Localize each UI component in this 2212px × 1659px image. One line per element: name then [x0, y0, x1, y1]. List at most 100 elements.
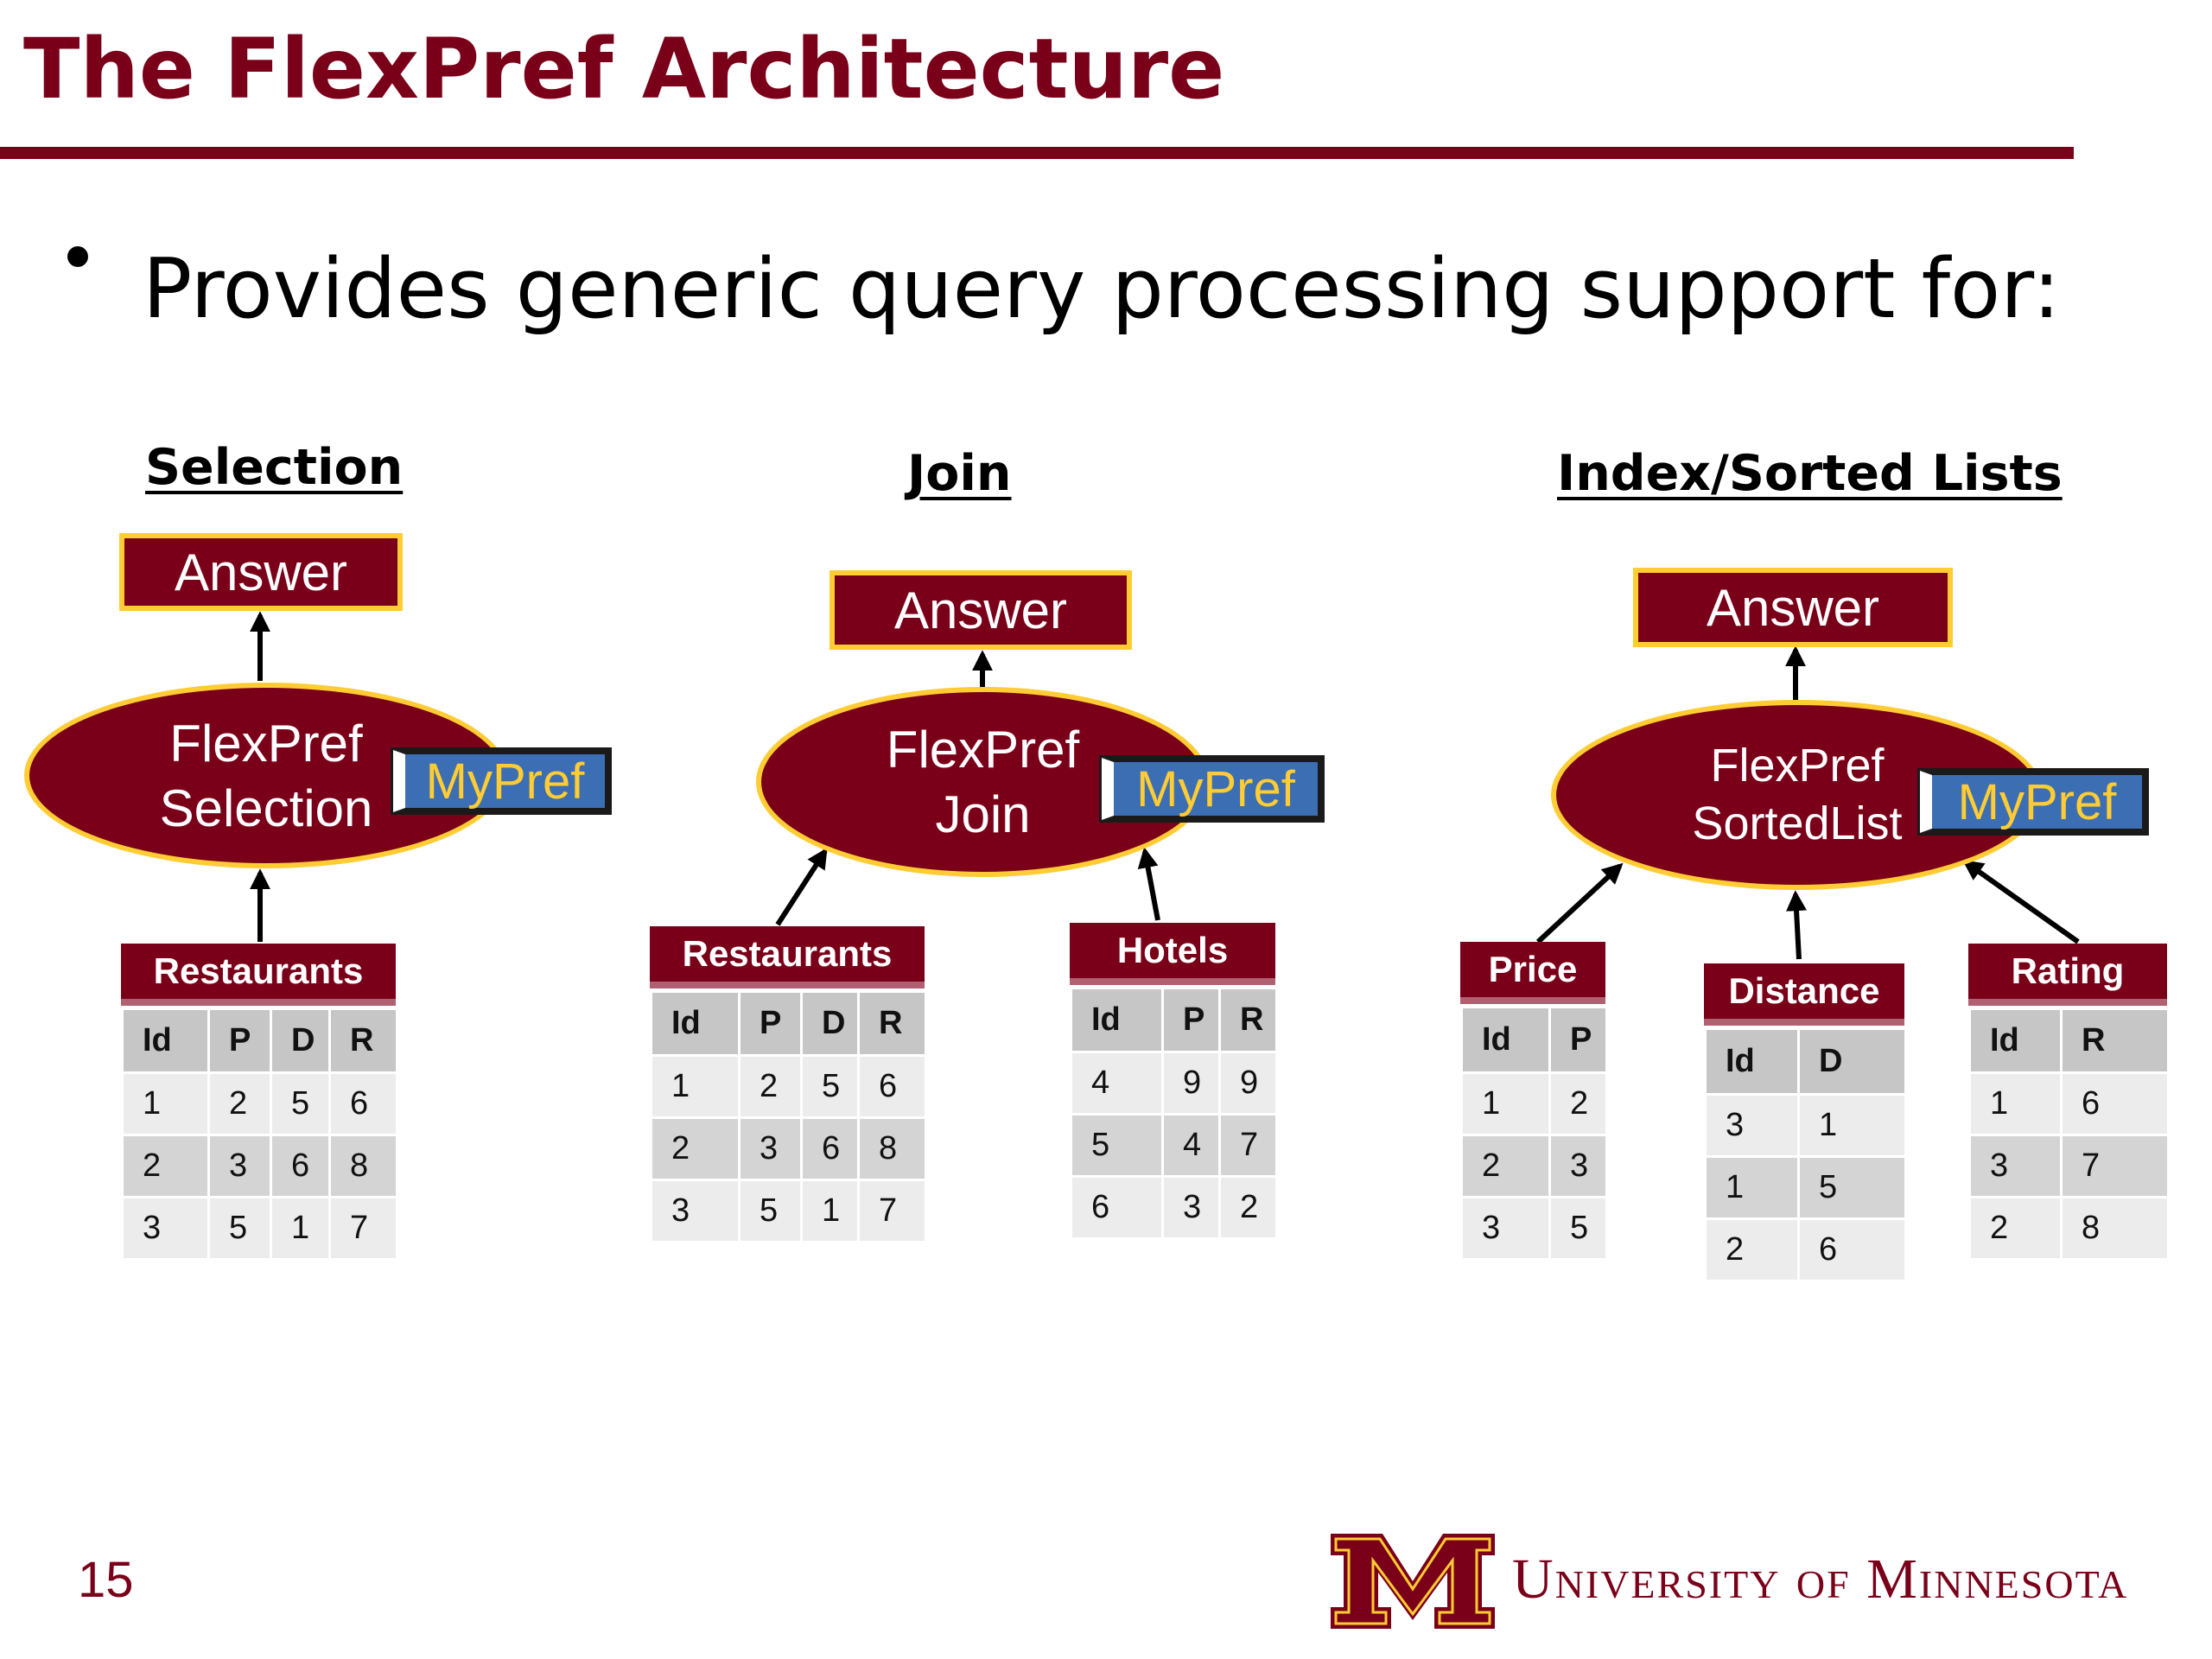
- page-number: 15: [78, 1552, 134, 1608]
- table-cell: 9: [1161, 1051, 1221, 1116]
- column-header: Id: [1460, 1006, 1551, 1074]
- answer-box-join: Answer: [830, 570, 1132, 650]
- operator-line-2: Join: [935, 785, 1031, 843]
- answer-box-selection: Answer: [119, 533, 403, 611]
- arrow-distance-to-sortedlist: [1786, 890, 1808, 960]
- operator-line-2: SortedList: [1692, 798, 1903, 849]
- column-header: R: [1218, 987, 1278, 1053]
- table-cell: 6: [2060, 1071, 2170, 1136]
- table-row: 1 2 5 6: [650, 1054, 927, 1119]
- table-cell: 8: [328, 1134, 398, 1198]
- heading-selection: Selection: [145, 439, 404, 496]
- table-cell: 5: [1797, 1155, 1907, 1220]
- table-cell: 5: [207, 1196, 272, 1261]
- table-row: 2 3: [1460, 1134, 1608, 1198]
- table-cell: 9: [1218, 1051, 1278, 1116]
- table-cell: 2: [1704, 1217, 1800, 1282]
- table-row: 3 5: [1460, 1196, 1608, 1261]
- table-row: 1 2 5 6: [121, 1071, 398, 1136]
- table-row: 2 3 6 8: [650, 1116, 927, 1181]
- table-cell: 6: [857, 1054, 927, 1119]
- table-cell: 2: [207, 1071, 272, 1136]
- answer-box-sorted-lists: Answer: [1633, 568, 1953, 647]
- mypref-box-join: MyPref: [1099, 755, 1325, 823]
- operator-line-2: Selection: [159, 779, 373, 837]
- table-cell: 3: [121, 1196, 210, 1261]
- mypref-box-selection: MyPref: [391, 747, 612, 815]
- table-row: 4 9 9: [1070, 1051, 1278, 1116]
- operator-line-1: FlexPref: [1710, 739, 1885, 791]
- table-row: 1 6: [1968, 1071, 2170, 1136]
- relation-table-hotels: Id P R 4 9 9 5 4 7 6 3 2: [1070, 987, 1278, 1240]
- operator-flexpref-join: FlexPref Join: [756, 687, 1210, 877]
- table-cell: 2: [738, 1054, 803, 1119]
- column-header: P: [207, 1007, 272, 1074]
- column-header: P: [1161, 987, 1221, 1053]
- operator-line-1: FlexPref: [886, 721, 1080, 779]
- table-cell: 2: [1460, 1134, 1551, 1198]
- university-m-logo-icon: [1331, 1534, 1495, 1629]
- relation-header-rating: Rating: [1968, 944, 2167, 1006]
- table-row: 3 7: [1968, 1134, 2170, 1198]
- relation-header-distance: Distance: [1704, 963, 1904, 1026]
- table-cell: 1: [1704, 1155, 1800, 1220]
- arrow-restaurants-to-join: [775, 847, 828, 926]
- table-cell: 2: [1218, 1175, 1278, 1240]
- table-cell: 3: [1460, 1196, 1551, 1261]
- column-header: R: [328, 1007, 398, 1074]
- relation-table-distance: Id D 3 1 1 5 2 6: [1704, 1027, 1907, 1282]
- title-rule: [0, 147, 2074, 159]
- table-cell: 1: [1797, 1093, 1907, 1158]
- table-cell: 5: [270, 1071, 331, 1136]
- table-cell: 1: [1460, 1071, 1551, 1136]
- table-cell: 8: [2060, 1196, 2170, 1261]
- table-cell: 8: [857, 1116, 927, 1181]
- table-cell: 1: [121, 1071, 210, 1136]
- operator-line-1: FlexPref: [169, 714, 363, 772]
- relation-header-restaurants: Restaurants: [121, 944, 396, 1006]
- table-cell: 1: [270, 1196, 331, 1261]
- arrow-price-to-sortedlist: [1535, 862, 1624, 944]
- table-cell: 3: [1548, 1134, 1608, 1198]
- table-cell: 2: [1968, 1196, 2063, 1261]
- table-cell: 2: [1548, 1071, 1608, 1136]
- column-header: Id: [121, 1007, 210, 1074]
- heading-join: Join: [907, 445, 1012, 502]
- table-cell: 3: [1161, 1175, 1221, 1240]
- table-row: 3 5 1 7: [121, 1196, 398, 1261]
- table-row: 5 4 7: [1070, 1113, 1278, 1178]
- relation-table-rating: Id R 1 6 3 7 2 8: [1968, 1007, 2170, 1261]
- column-header: P: [1548, 1006, 1608, 1074]
- table-cell: 6: [328, 1071, 398, 1136]
- bullet-text: Provides generic query processing suppor…: [143, 242, 2061, 337]
- arrow-rating-to-sortedlist: [1962, 860, 2080, 944]
- column-header: Id: [1968, 1007, 2063, 1074]
- column-header: R: [2060, 1007, 2170, 1074]
- table-row: 1 5: [1704, 1155, 1907, 1220]
- table-cell: 4: [1161, 1113, 1221, 1178]
- table-row: 6 3 2: [1070, 1175, 1278, 1240]
- column-header: P: [738, 990, 803, 1057]
- arrow-hotels-to-join: [1137, 847, 1160, 921]
- table-row: 3 1: [1704, 1093, 1907, 1158]
- table-cell: 5: [800, 1054, 860, 1119]
- column-header: R: [857, 990, 927, 1057]
- table-cell: 3: [1704, 1093, 1800, 1158]
- table-cell: 5: [1548, 1196, 1608, 1261]
- relation-header-price: Price: [1460, 942, 1605, 1004]
- relation-table-restaurants: Id P D R 1 2 5 6 2 3 6 8 3 5 1 7: [121, 1007, 398, 1261]
- table-row: 2 3 6 8: [121, 1134, 398, 1198]
- relation-table-price: Id P 1 2 2 3 3 5: [1460, 1006, 1608, 1261]
- table-cell: 4: [1070, 1051, 1164, 1116]
- relation-header-restaurants: Restaurants: [650, 926, 925, 988]
- table-cell: 1: [1968, 1071, 2063, 1136]
- bullet-dot: [67, 246, 88, 267]
- table-row: 3 5 1 7: [650, 1179, 927, 1243]
- table-row: 2 8: [1968, 1196, 2170, 1261]
- table-cell: 1: [800, 1179, 860, 1243]
- column-header: D: [1797, 1027, 1907, 1096]
- table-row: 1 2: [1460, 1071, 1608, 1136]
- table-cell: 6: [800, 1116, 860, 1181]
- table-cell: 6: [270, 1134, 331, 1198]
- table-cell: 7: [2060, 1134, 2170, 1198]
